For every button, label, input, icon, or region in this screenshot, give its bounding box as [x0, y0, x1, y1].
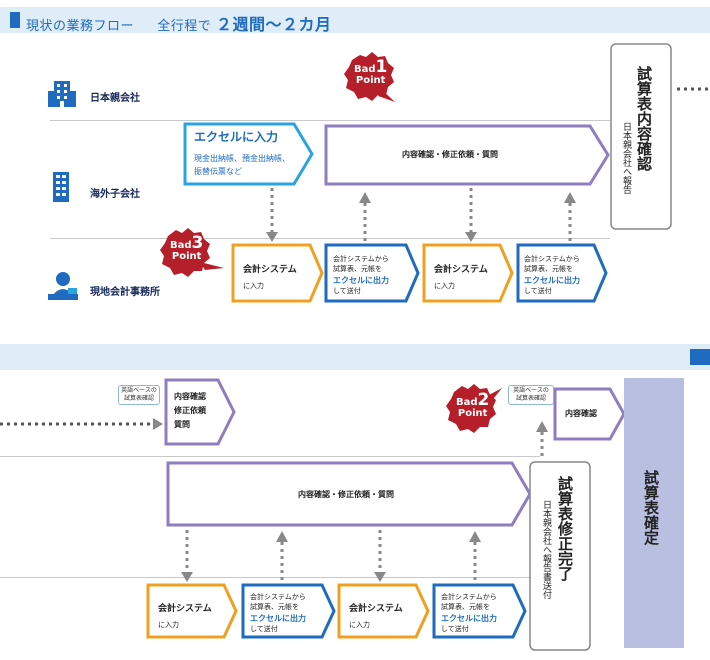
entity-subsidiary-label: 海外子会社: [90, 189, 140, 200]
bad-point-badge-3: [160, 228, 224, 277]
step-bold: エクセルに出力: [524, 276, 580, 285]
final-report-box: [610, 43, 672, 230]
step-box: [241, 583, 336, 639]
final-report-title: 試算表内容確認: [635, 66, 653, 171]
step-title: 会計システム: [349, 604, 403, 614]
lane-line: [50, 120, 610, 121]
accountant-icon: [48, 272, 78, 300]
lane-line: [0, 456, 540, 457]
excel-input-title: エクセルに入力: [194, 130, 279, 144]
arrow-head-up: [536, 421, 548, 432]
completion-sub: 日本親会社へ報告書送付: [541, 500, 551, 599]
arrow-head-down: [374, 572, 386, 582]
left-review-arrow: [164, 378, 236, 446]
left-arrow-line: 質問: [174, 420, 190, 429]
header-title: 現状の業務フロー 全行程で ２週間〜２カ月: [26, 11, 331, 35]
step-sub: に入力: [243, 282, 264, 290]
step-line: 試算表、元帳を: [441, 603, 490, 611]
bad-point-2: Bad2 Point: [456, 390, 490, 420]
step-line: 会計システムから: [250, 593, 306, 601]
step-line: 会計システムから: [524, 255, 580, 263]
step-box: [324, 243, 420, 303]
office-building-icon: [53, 172, 69, 202]
header-title-text: 現状の業務フロー: [26, 19, 135, 34]
lane-line: [0, 577, 540, 578]
review-top-label: 内容確認・修正依頼・質問: [402, 150, 498, 159]
final-report-sub: 日本親会社へ報告: [621, 122, 631, 194]
step-line: 試算表、元帳を: [524, 265, 573, 273]
step-box: [231, 243, 324, 303]
header-bar-bottom: [0, 344, 710, 370]
step-sub: に入力: [349, 621, 370, 629]
building-icon: [48, 81, 76, 107]
bad-point-badge-2: [446, 384, 502, 433]
step-line: 試算表、元帳を: [250, 603, 299, 611]
arrow-head-up: [276, 531, 288, 542]
entity-accounting-office-label: 現地会計事務所: [90, 287, 160, 298]
completion-title: 試算表修正完了: [556, 476, 574, 581]
completion-box: [529, 461, 591, 651]
excel-input-line1: 現金出納帳、預金出納帳、: [194, 154, 290, 163]
step-box: [516, 243, 608, 303]
confirmed-column: [624, 378, 684, 648]
arrow-head-down: [181, 572, 193, 582]
bad-point-3: Bad3 Point: [170, 233, 204, 263]
step-bold: エクセルに出力: [250, 614, 306, 623]
step-box: [432, 583, 527, 639]
arrow-head-up: [469, 531, 481, 542]
right-review-arrow: [553, 387, 626, 441]
step-title: 会計システム: [158, 604, 212, 614]
excel-input-line2: 振替伝票など: [194, 167, 242, 176]
confirmed-label: 試算表確定: [642, 470, 660, 545]
header-accent: [10, 12, 20, 28]
left-arrow-line: 内容確認: [174, 392, 206, 401]
arrow-head-down: [465, 232, 477, 242]
left-arrow-line: 修正依頼: [174, 406, 206, 415]
step-line: して送付: [441, 625, 469, 633]
bad-point-badge-1: [344, 52, 395, 102]
header-duration-prefix: 全行程で: [157, 19, 212, 34]
review-arrow-top: [324, 124, 610, 186]
arrow-head-up: [564, 192, 576, 203]
entity-parent-label: 日本親会社: [90, 93, 140, 104]
review-arrow-bottom: [166, 461, 532, 527]
chip-english-review-right: 英語ベースの 試算表確認: [508, 385, 554, 405]
header-bar-top: [0, 7, 710, 33]
step-line: して送付: [333, 287, 361, 295]
step-sub: に入力: [158, 621, 179, 629]
step-bold: エクセルに出力: [441, 614, 497, 623]
step-line: して送付: [250, 625, 278, 633]
step-line: 会計システムから: [333, 255, 389, 263]
excel-input-arrow: [183, 122, 314, 186]
header-duration: ２週間〜２カ月: [215, 15, 332, 34]
header-accent-right: [690, 349, 710, 365]
step-box: [337, 583, 430, 639]
step-title: 会計システム: [434, 265, 488, 275]
step-line: して送付: [524, 287, 552, 295]
lane-line: [50, 238, 610, 239]
chip-english-review-left: 英語ベースの 試算表確認: [118, 385, 160, 405]
review-bottom-label: 内容確認・修正依頼・質問: [298, 490, 394, 499]
arrow-head-down: [266, 232, 278, 242]
arrow-head-right: [153, 418, 163, 430]
arrow-head-up: [359, 192, 371, 203]
step-sub: に入力: [434, 282, 455, 290]
step-bold: エクセルに出力: [333, 276, 389, 285]
right-arrow-label: 内容確認: [565, 409, 597, 418]
step-line: 会計システムから: [441, 593, 497, 601]
step-box: [422, 243, 514, 303]
step-title: 会計システム: [243, 265, 297, 275]
bad-point-1: Bad1 Point: [354, 57, 388, 87]
step-line: 試算表、元帳を: [333, 265, 382, 273]
step-box: [146, 583, 238, 639]
